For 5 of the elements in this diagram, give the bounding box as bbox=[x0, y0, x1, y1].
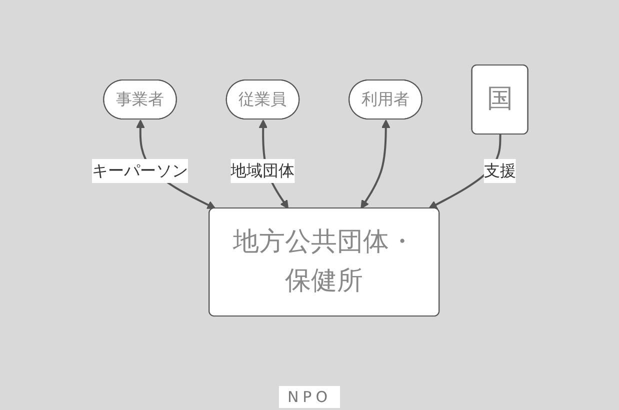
edge-label: 支援 bbox=[483, 160, 516, 180]
arrow bbox=[360, 119, 390, 208]
label-text: NPO bbox=[279, 386, 340, 408]
edge-label: 地域団体 bbox=[230, 160, 294, 180]
edge-label: キーパーソン bbox=[92, 160, 188, 180]
